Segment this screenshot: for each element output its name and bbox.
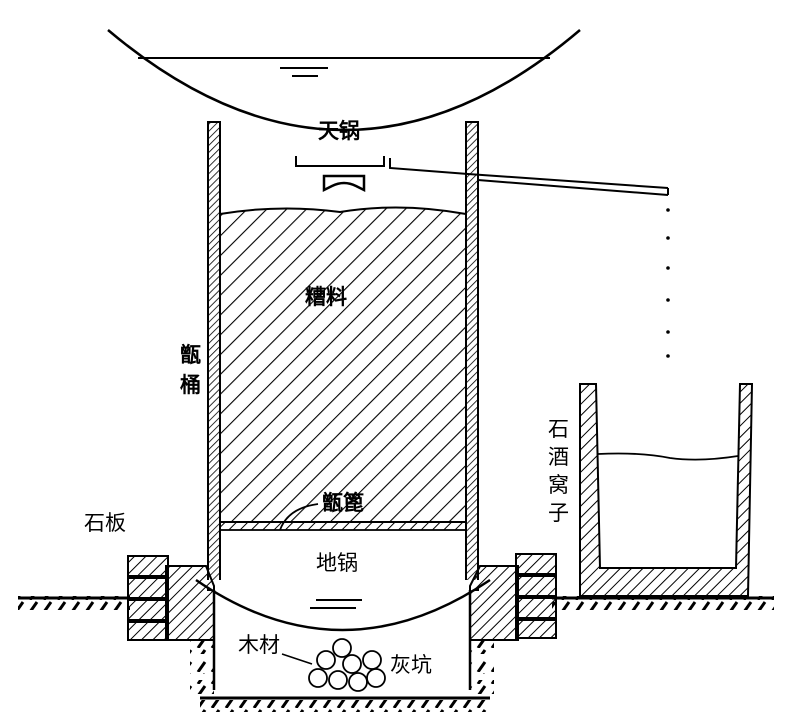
label-top-pot: 天锅: [318, 119, 360, 143]
label-bottom-pot: 地锅: [316, 551, 358, 575]
ground: [18, 596, 774, 712]
top-pot: [107, 29, 581, 132]
vertical-label-char: 窝: [548, 473, 569, 497]
vertical-label-char: 甑: [180, 343, 201, 367]
bottom-pot: [195, 578, 491, 632]
mash: [219, 206, 467, 523]
vertical-label-char: 子: [548, 501, 569, 525]
condensate-pipe: [295, 156, 669, 196]
steamer-grate: [219, 503, 467, 531]
vertical-label-char: 桶: [180, 373, 201, 397]
liquor-pit: [579, 383, 754, 597]
firewood: [281, 638, 386, 692]
liquor-drips: [666, 208, 670, 358]
stone-slab-left: [127, 555, 216, 690]
label-liquor-pit: 石酒窝子: [548, 417, 569, 525]
stone-slab-right: [468, 553, 557, 690]
label-still-barrel: 甑桶: [180, 343, 201, 397]
vertical-label-char: 酒: [548, 445, 569, 469]
label-mash: 糟料: [305, 285, 347, 309]
label-ash-pit: 灰坑: [390, 653, 432, 677]
vertical-label-char: 石: [548, 417, 569, 441]
label-steamer-grate: 甑篦: [322, 491, 364, 515]
barrel-walls: [207, 121, 479, 591]
label-stone-slab: 石板: [84, 511, 126, 535]
label-wood: 木材: [238, 633, 280, 657]
